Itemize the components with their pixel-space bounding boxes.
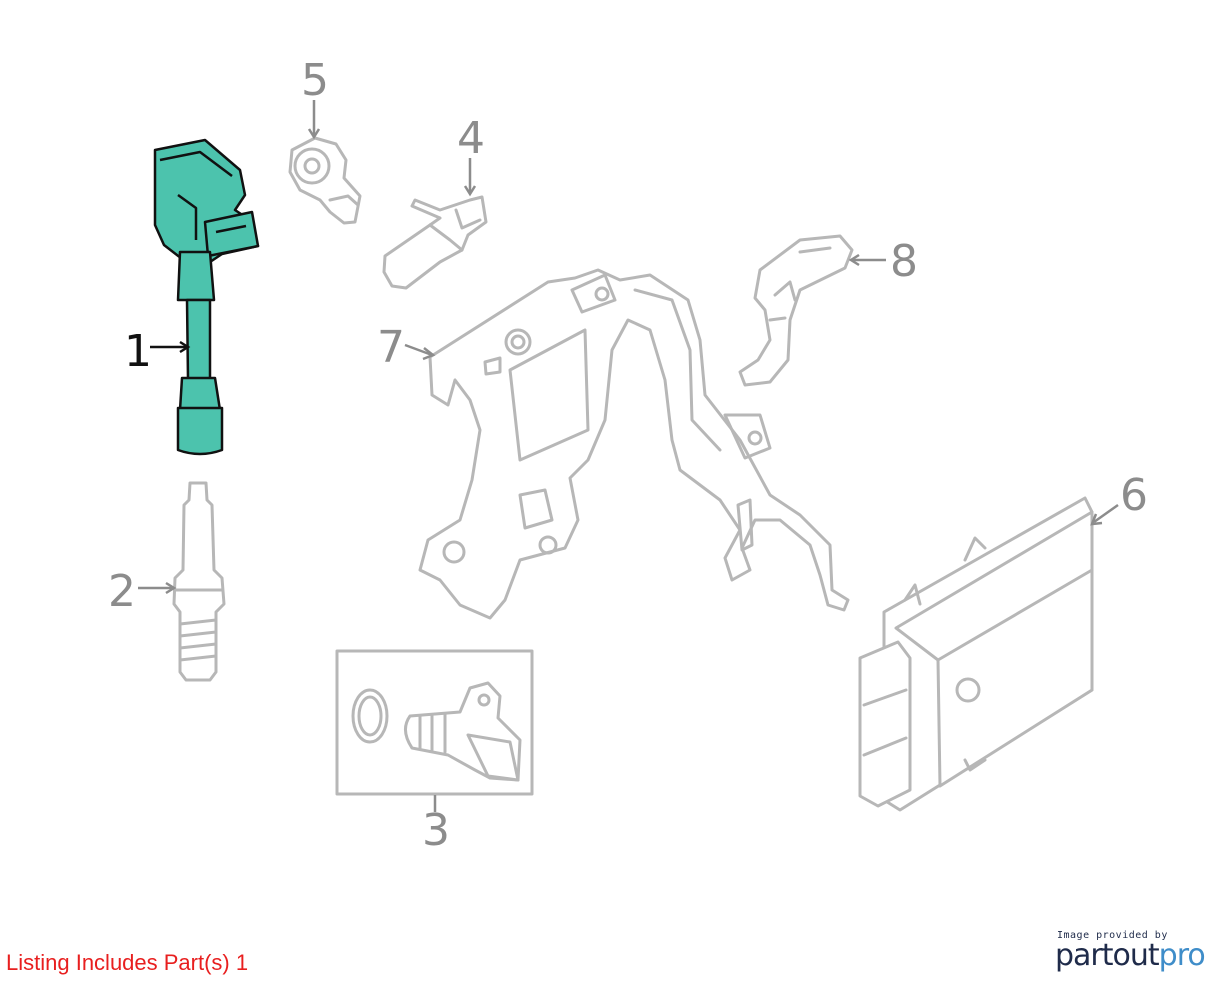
part-1-ignition-coil[interactable] (153, 138, 260, 456)
callout-6[interactable]: 6 (1120, 470, 1148, 521)
listing-note: Listing Includes Part(s) 1 (6, 950, 249, 975)
provider-caption: Image provided by (1057, 930, 1168, 941)
leader-lines (138, 100, 1119, 812)
part-7-mounting-bracket[interactable] (418, 268, 850, 620)
part-4-crankshaft-sensor[interactable] (382, 195, 488, 290)
part-5-knock-sensor[interactable] (288, 136, 362, 225)
part-6-engine-control-module[interactable] (858, 496, 1094, 812)
part-2-spark-plug[interactable] (172, 481, 226, 682)
callout-4[interactable]: 4 (457, 113, 485, 164)
callout-7[interactable]: 7 (377, 322, 405, 373)
part-8-support-bracket[interactable] (738, 234, 854, 387)
callout-8[interactable]: 8 (890, 236, 918, 287)
callout-1[interactable]: 1 (124, 326, 152, 377)
callout-5[interactable]: 5 (301, 55, 329, 106)
callout-3[interactable]: 3 (422, 805, 450, 856)
logo-text-part1: partout (1055, 938, 1160, 973)
part-3-camshaft-sensor-kit[interactable] (335, 649, 534, 796)
logo-text-part2: pro (1158, 938, 1206, 973)
partoutpro-logo[interactable]: partoutpro (1055, 938, 1206, 973)
image-provider-credit[interactable]: Image provided by partoutpro (1055, 930, 1206, 973)
callout-2[interactable]: 2 (108, 566, 136, 617)
